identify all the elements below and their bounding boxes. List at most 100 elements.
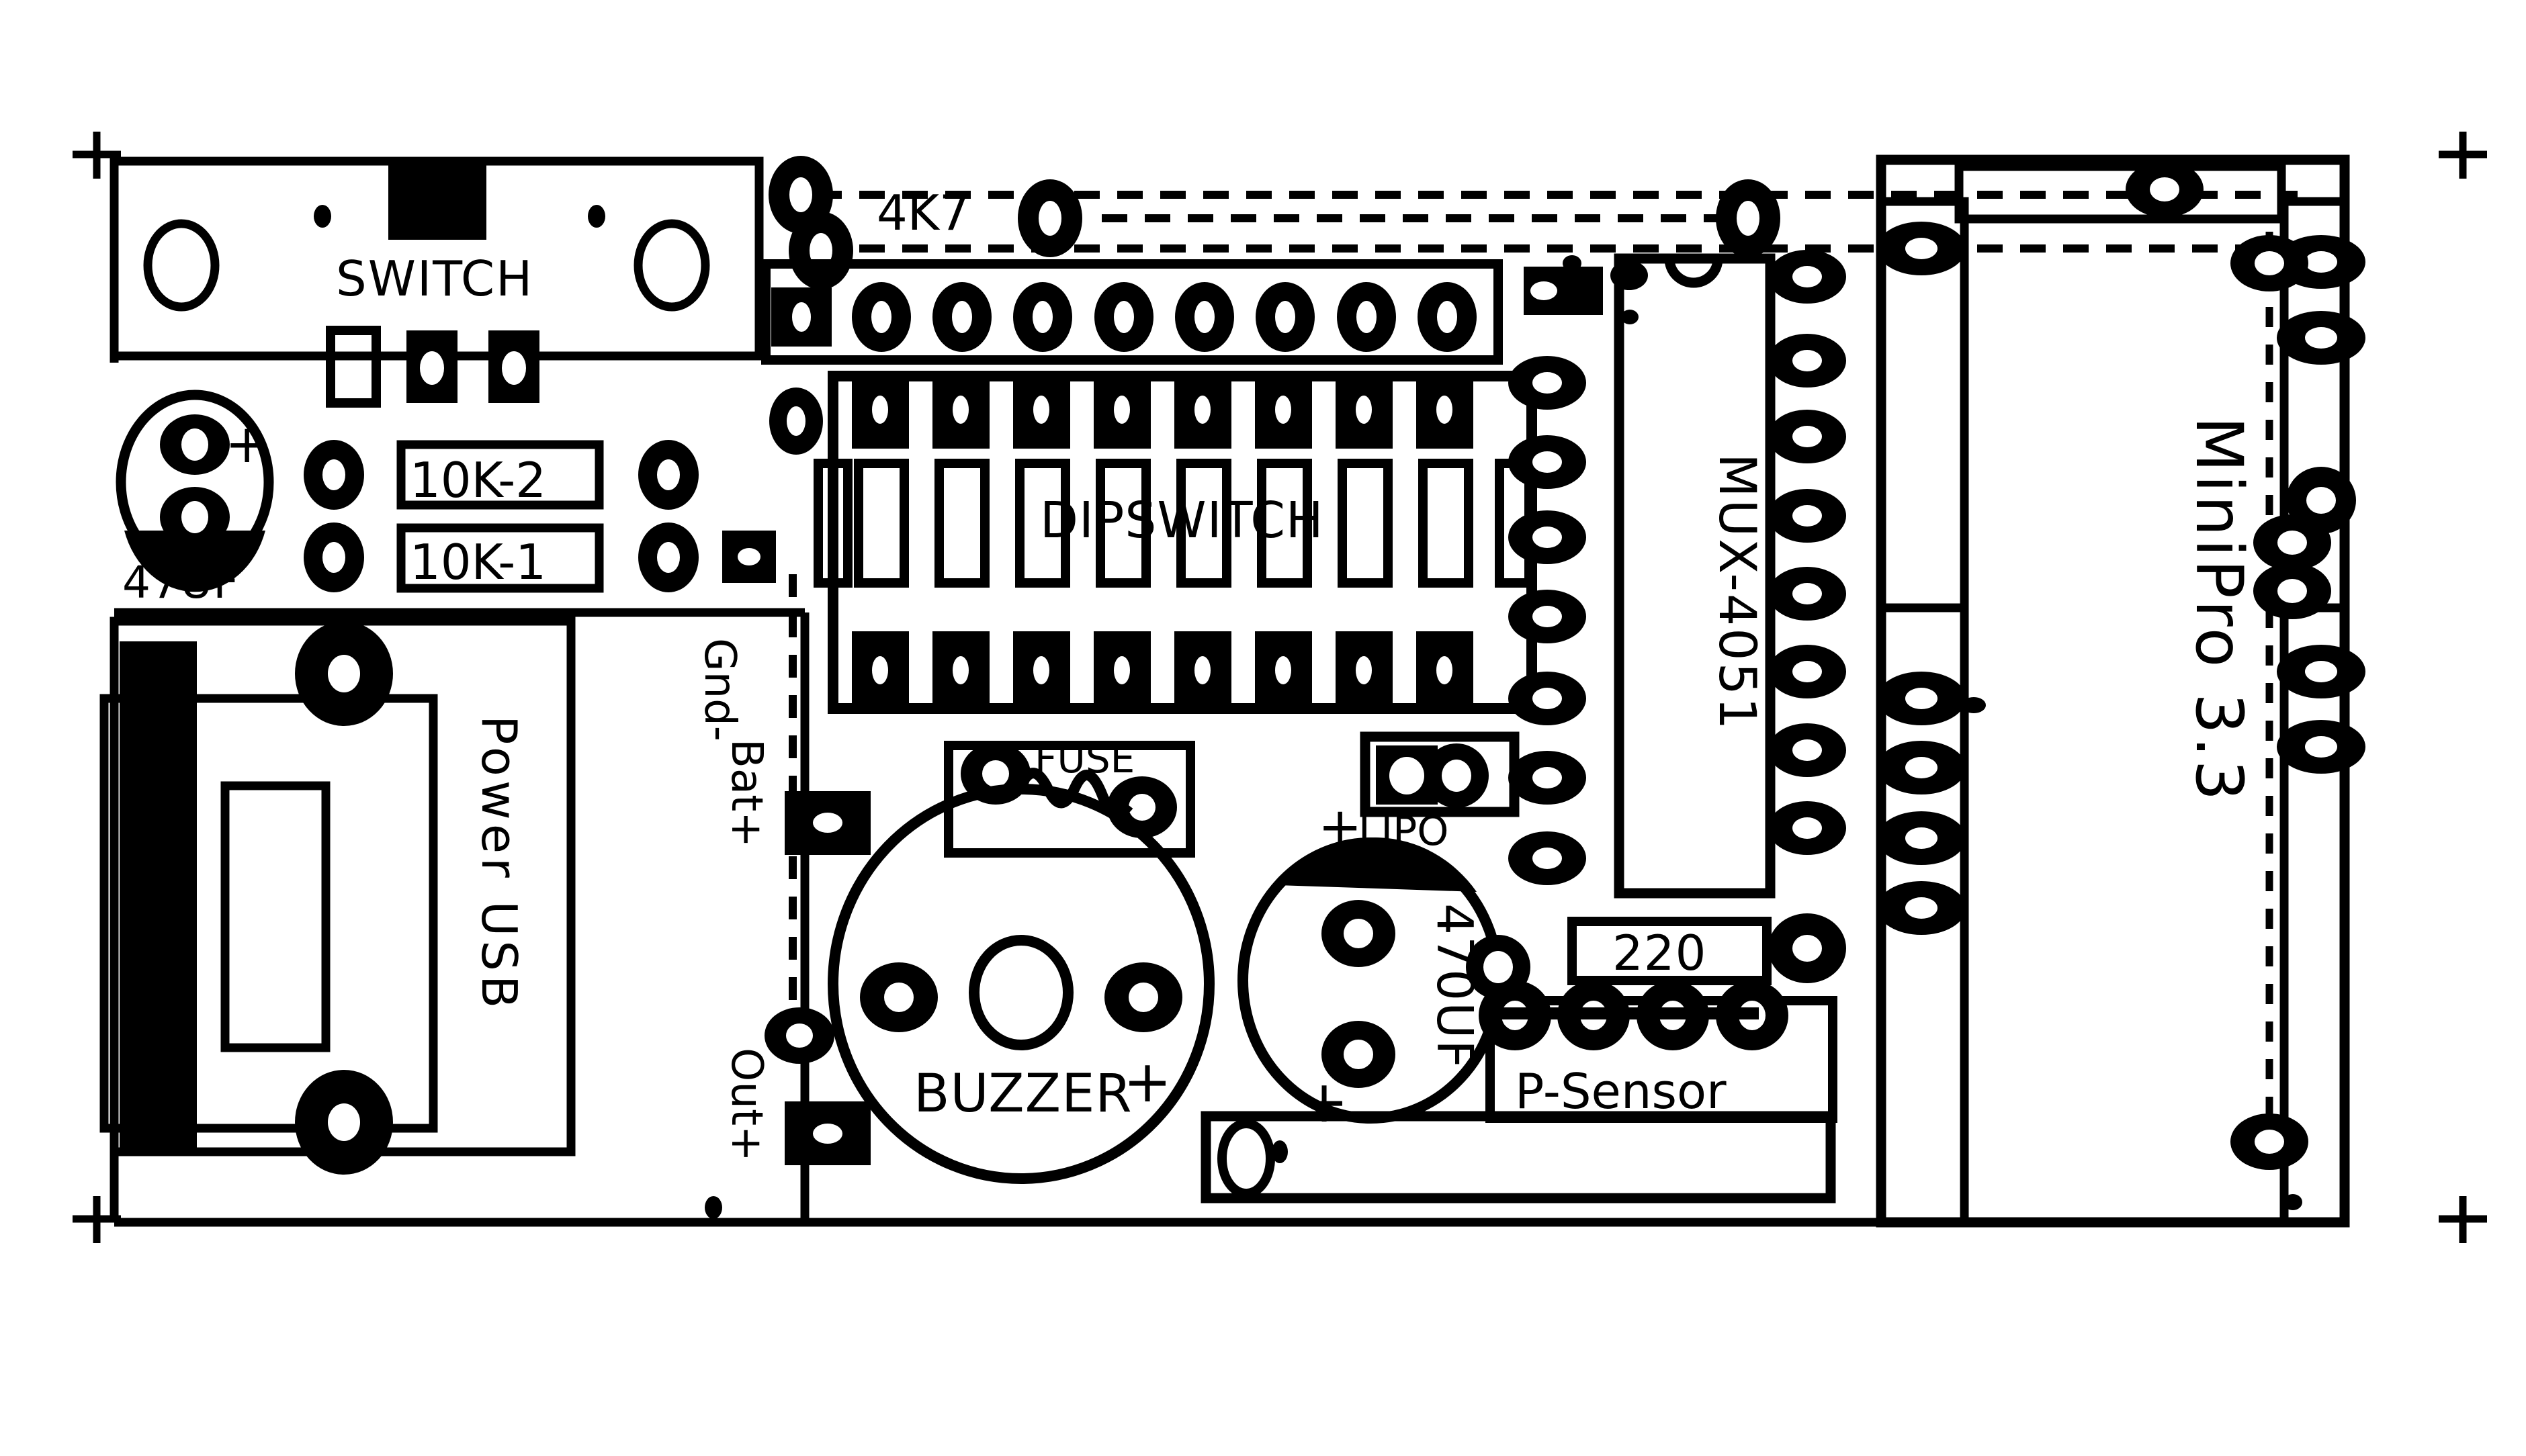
header9-pad-5[interactable] bbox=[1094, 282, 1153, 352]
component-pin-header-9[interactable] bbox=[761, 259, 1503, 365]
dipswitch-pad-l3[interactable] bbox=[1013, 631, 1070, 711]
dipswitch-lever-2[interactable] bbox=[934, 459, 990, 588]
dipswitch-lever-7[interactable] bbox=[1338, 459, 1393, 588]
dipswitch-upper-pads[interactable] bbox=[852, 375, 1473, 449]
minipro-pad-interior-2[interactable] bbox=[2253, 514, 2331, 571]
mux-pad-r2[interactable] bbox=[1768, 334, 1846, 388]
minipro-pad-right-2[interactable] bbox=[2277, 311, 2365, 365]
header9-pad-4[interactable] bbox=[1013, 282, 1072, 352]
mux-pad-r7[interactable] bbox=[1768, 723, 1846, 777]
buzzer-pad-negative[interactable] bbox=[860, 962, 938, 1032]
component-dipswitch[interactable]: DIPSWITCH bbox=[769, 371, 1537, 714]
header9-pad-7[interactable] bbox=[1256, 282, 1315, 352]
terminal-pad-column[interactable]: Gnd- Bat+ Out+ bbox=[114, 531, 871, 1222]
dipswitch-lever-5[interactable] bbox=[1176, 459, 1231, 588]
pad-out-mid[interactable] bbox=[765, 1007, 834, 1064]
dipswitch-lever-8[interactable] bbox=[1418, 459, 1473, 588]
header9-pad-6[interactable] bbox=[1175, 282, 1234, 352]
r10k2-pad-left[interactable] bbox=[304, 440, 364, 510]
component-470uf-capacitor[interactable]: + 470UF bbox=[1237, 837, 1530, 1136]
component-220-resistor[interactable]: 220 bbox=[1567, 917, 1772, 985]
component-minipro-33[interactable]: MiniPro 3.3 bbox=[1876, 154, 2365, 1228]
dipswitch-lever-4[interactable] bbox=[1096, 459, 1151, 588]
buzzer-pad-positive[interactable] bbox=[1104, 962, 1182, 1032]
component-10k-2-resistor[interactable]: 10K-2 bbox=[304, 440, 699, 510]
component-47uf-capacitor[interactable]: + 47UF bbox=[116, 390, 274, 608]
switch-actuator[interactable] bbox=[388, 159, 486, 240]
minipro-pad-left-1[interactable] bbox=[1877, 222, 1966, 275]
r4k7-pad-left-lower[interactable] bbox=[789, 212, 853, 289]
mux-pad-l5[interactable] bbox=[1508, 590, 1586, 643]
dipswitch-pad-u4[interactable] bbox=[1094, 375, 1151, 449]
dipswitch-pad-l8[interactable] bbox=[1416, 631, 1473, 711]
minipro-pad-left-2[interactable] bbox=[1877, 672, 1966, 725]
mux-left-pads[interactable] bbox=[1508, 267, 1603, 885]
dipswitch-lower-pads[interactable] bbox=[852, 631, 1473, 711]
component-mux-4051[interactable]: MUX-4051 bbox=[1508, 250, 1846, 983]
dipswitch-pad-l4[interactable] bbox=[1094, 631, 1151, 711]
switch-pad-2[interactable] bbox=[406, 330, 458, 403]
mux-pad-l8[interactable] bbox=[1508, 831, 1586, 885]
usb-mount-hole-bottom[interactable] bbox=[295, 1070, 393, 1175]
minipro-pad-left-3[interactable] bbox=[1877, 741, 1966, 794]
minipro-pad-interior-3[interactable] bbox=[2253, 563, 2331, 619]
mux-pad-l6[interactable] bbox=[1508, 672, 1586, 725]
mux-pad-r5[interactable] bbox=[1768, 567, 1846, 621]
header9-pad-3[interactable] bbox=[932, 282, 992, 352]
dipswitch-pad-u8[interactable] bbox=[1416, 375, 1473, 449]
dipswitch-pad-u5[interactable] bbox=[1174, 375, 1231, 449]
component-4k7-resistor[interactable]: 4K7 bbox=[769, 156, 2298, 289]
component-power-usb[interactable]: Power USB bbox=[99, 617, 576, 1175]
header9-pad-1[interactable] bbox=[771, 287, 832, 347]
pad-gnd-minus[interactable] bbox=[722, 531, 776, 583]
component-buzzer[interactable]: BUZZER + bbox=[828, 784, 1215, 1184]
switch-pad-1-outline[interactable] bbox=[326, 326, 381, 408]
dipswitch-pad-u3[interactable] bbox=[1013, 375, 1070, 449]
c47uf-pad-negative[interactable] bbox=[160, 487, 230, 547]
dipswitch-levers[interactable] bbox=[814, 459, 1534, 588]
header9-pad-2[interactable] bbox=[852, 282, 911, 352]
mux-pad-r8[interactable] bbox=[1768, 801, 1846, 855]
mux-pad-r4[interactable] bbox=[1768, 489, 1846, 543]
minipro-pad-right-4[interactable] bbox=[2277, 645, 2365, 698]
component-10k-1-resistor[interactable]: 10K-1 bbox=[304, 522, 699, 593]
minipro-pad-top[interactable] bbox=[2126, 161, 2204, 218]
minipro-pad-right-5[interactable] bbox=[2277, 720, 2365, 774]
r10k2-pad-right[interactable] bbox=[638, 440, 699, 510]
component-switch[interactable]: SWITCH bbox=[110, 156, 764, 408]
pad-bat-plus[interactable] bbox=[785, 791, 871, 855]
pad-out-plus[interactable] bbox=[785, 1101, 871, 1165]
dipswitch-pad-l5[interactable] bbox=[1174, 631, 1231, 711]
lipo-pad-2[interactable] bbox=[1424, 743, 1489, 808]
dipswitch-pad-u6[interactable] bbox=[1255, 375, 1312, 449]
switch-pad-3[interactable] bbox=[488, 330, 539, 403]
minipro-pad-interior-1[interactable] bbox=[2230, 235, 2308, 291]
dipswitch-pad-l7[interactable] bbox=[1336, 631, 1393, 711]
dipswitch-pad-l6[interactable] bbox=[1255, 631, 1312, 711]
r10k1-pad-right[interactable] bbox=[638, 522, 699, 592]
dipswitch-pad-l2[interactable] bbox=[932, 631, 990, 711]
c470uf-pad-negative[interactable] bbox=[1321, 1021, 1395, 1088]
dipswitch-lever-1[interactable] bbox=[854, 459, 909, 588]
minipro-pad-left-4[interactable] bbox=[1877, 811, 1966, 865]
mux-pad-l3[interactable] bbox=[1508, 435, 1586, 489]
mux-right-pads[interactable] bbox=[1768, 250, 1846, 983]
mux-pad-r1[interactable] bbox=[1768, 250, 1846, 304]
dipswitch-pad-left-edge[interactable] bbox=[769, 388, 823, 455]
c470uf-pad-positive[interactable] bbox=[1321, 900, 1395, 967]
component-p-sensor[interactable]: P-Sensor bbox=[1479, 981, 1837, 1123]
dipswitch-pad-l1[interactable] bbox=[852, 631, 909, 711]
header9-pad-9[interactable] bbox=[1418, 282, 1477, 352]
mux-pad-l1[interactable] bbox=[1524, 267, 1603, 315]
minipro-left-pads[interactable] bbox=[1877, 222, 1966, 935]
mux-pad-r9[interactable] bbox=[1768, 913, 1846, 983]
mux-pad-r3[interactable] bbox=[1768, 410, 1846, 463]
c47uf-pad-positive[interactable] bbox=[160, 414, 230, 475]
mux-pad-l2[interactable] bbox=[1508, 356, 1586, 410]
usb-mount-hole-top[interactable] bbox=[295, 621, 393, 726]
dipswitch-pad-u2[interactable] bbox=[932, 375, 990, 449]
mux-pad-l4[interactable] bbox=[1508, 510, 1586, 564]
dipswitch-lever-edge-left[interactable] bbox=[814, 459, 853, 588]
minipro-pad-interior-4[interactable] bbox=[2230, 1113, 2308, 1170]
dipswitch-lever-6[interactable] bbox=[1257, 459, 1312, 588]
